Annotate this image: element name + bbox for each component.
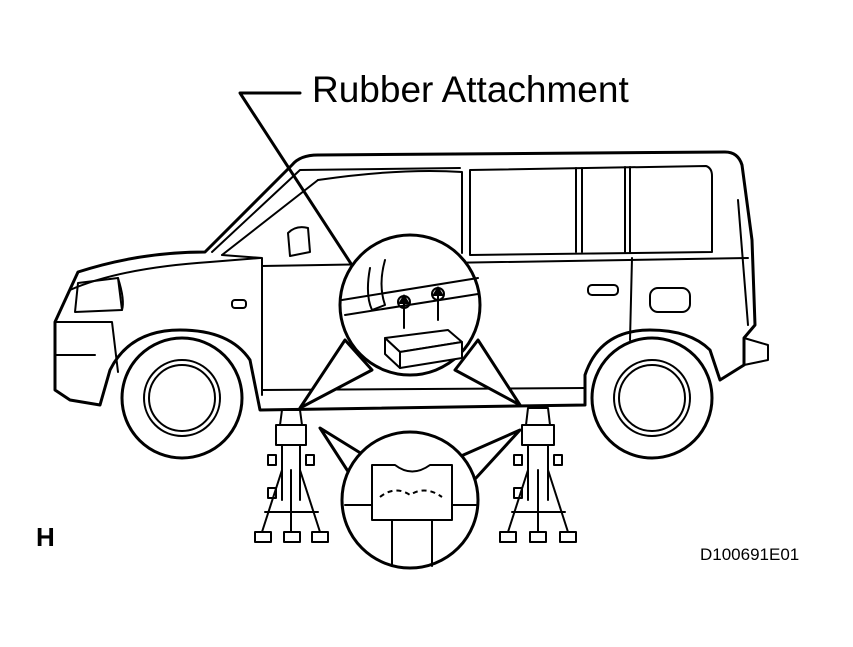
right-jack-stand: [499, 407, 577, 543]
rear-wheel: [590, 336, 714, 460]
left-jack-stand: [254, 409, 329, 543]
figure-code-label: D100691E01: [700, 545, 800, 564]
view-letter-label: H: [36, 522, 55, 552]
rubber-attachment-detail-callout: [298, 233, 522, 410]
vehicle-body: [53, 150, 769, 412]
rubber-attachment-label: Rubber Attachment: [312, 69, 629, 110]
front-wheel: [120, 336, 244, 460]
jack-stand-detail-callout: [318, 426, 522, 570]
callout-leader-line: [238, 91, 374, 298]
